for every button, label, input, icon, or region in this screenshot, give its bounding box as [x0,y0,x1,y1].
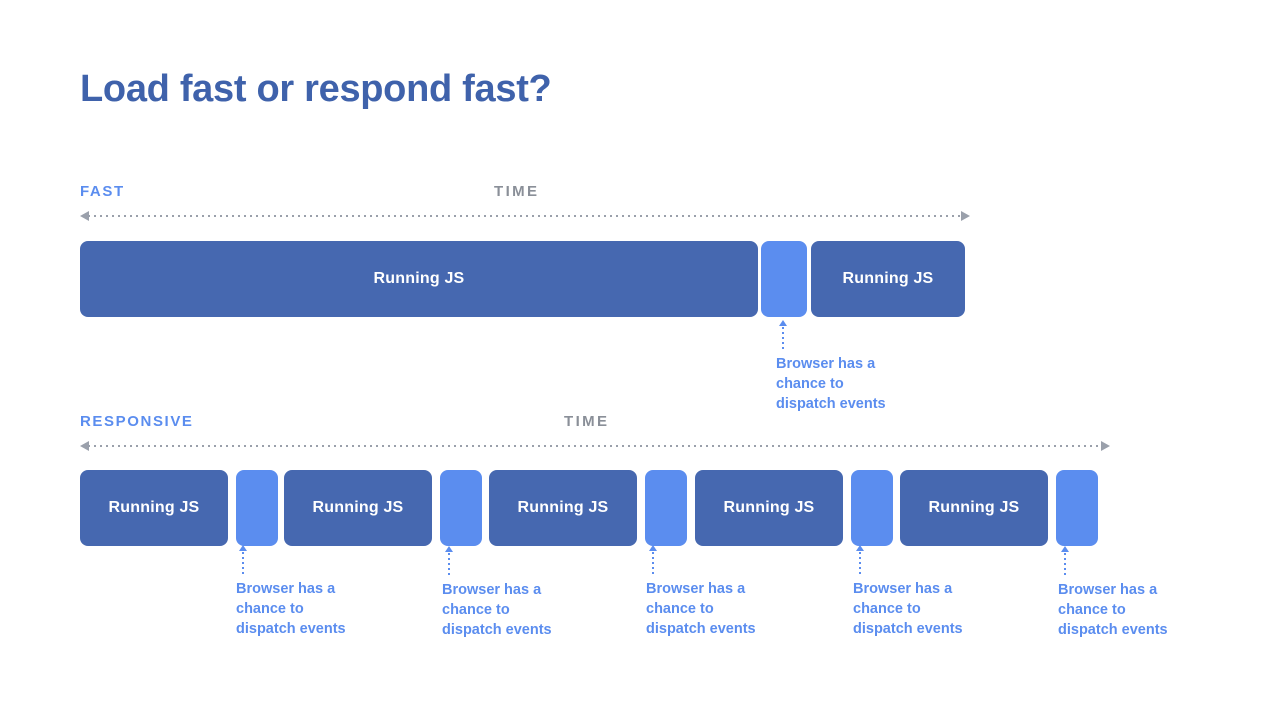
timeline-block-running-js[interactable]: Running JS [80,470,228,546]
timeline-block-gap[interactable] [440,470,482,546]
fast-row-label: FAST [80,183,125,200]
axis-dotted-line [88,445,1102,447]
block-label: Running JS [373,270,465,287]
timeline-block-gap[interactable] [761,241,807,317]
callout-dotted-line [782,327,784,349]
fast-time-label: TIME [494,183,540,200]
arrow-up-icon [779,320,787,326]
timeline-block-gap[interactable] [645,470,687,546]
callout-text: Browser has a chance to dispatch events [1058,582,1168,638]
axis-arrow-left-icon [80,441,89,451]
responsive-timeline-track: Running JS Running JS Running JS Running… [80,470,1102,546]
timeline-block-running-js[interactable]: Running JS [80,241,758,317]
block-label: Running JS [928,499,1020,516]
axis-dotted-line [88,215,962,217]
fast-time-axis [80,211,970,221]
block-label: Running JS [723,499,815,516]
timeline-block-running-js[interactable]: Running JS [284,470,432,546]
responsive-time-axis [80,441,1110,451]
callout-dotted-line [448,553,450,575]
arrow-up-icon [239,545,247,551]
callout-dotted-line [242,552,244,574]
callout-dotted-line [859,552,861,574]
callout-text: Browser has a chance to dispatch events [236,581,346,637]
block-label: Running JS [312,499,404,516]
page-title: Load fast or respond fast? [80,68,552,110]
responsive-row-label: RESPONSIVE [80,413,194,430]
callout-text: Browser has a chance to dispatch events [776,356,886,412]
axis-arrow-right-icon [961,211,970,221]
arrow-up-icon [1061,546,1069,552]
timeline-block-gap[interactable] [1056,470,1098,546]
axis-arrow-left-icon [80,211,89,221]
fast-axis-row: FAST TIME [80,183,1110,229]
fast-timeline-track: Running JS Running JS [80,241,965,317]
responsive-axis-row: RESPONSIVE TIME [80,413,1110,459]
timeline-block-running-js[interactable]: Running JS [695,470,843,546]
axis-arrow-right-icon [1101,441,1110,451]
timeline-block-gap[interactable] [851,470,893,546]
timeline-block-running-js[interactable]: Running JS [489,470,637,546]
timeline-block-running-js[interactable]: Running JS [900,470,1048,546]
block-label: Running JS [517,499,609,516]
callout-dotted-line [652,552,654,574]
block-label: Running JS [108,499,200,516]
responsive-time-label: TIME [564,413,610,430]
callout-text: Browser has a chance to dispatch events [853,581,963,637]
arrow-up-icon [445,546,453,552]
block-label: Running JS [842,270,934,287]
callout-text: Browser has a chance to dispatch events [646,581,756,637]
timeline-block-running-js[interactable]: Running JS [811,241,965,317]
callout-text: Browser has a chance to dispatch events [442,582,552,638]
arrow-up-icon [856,545,864,551]
callout-dotted-line [1064,553,1066,575]
arrow-up-icon [649,545,657,551]
timeline-block-gap[interactable] [236,470,278,546]
